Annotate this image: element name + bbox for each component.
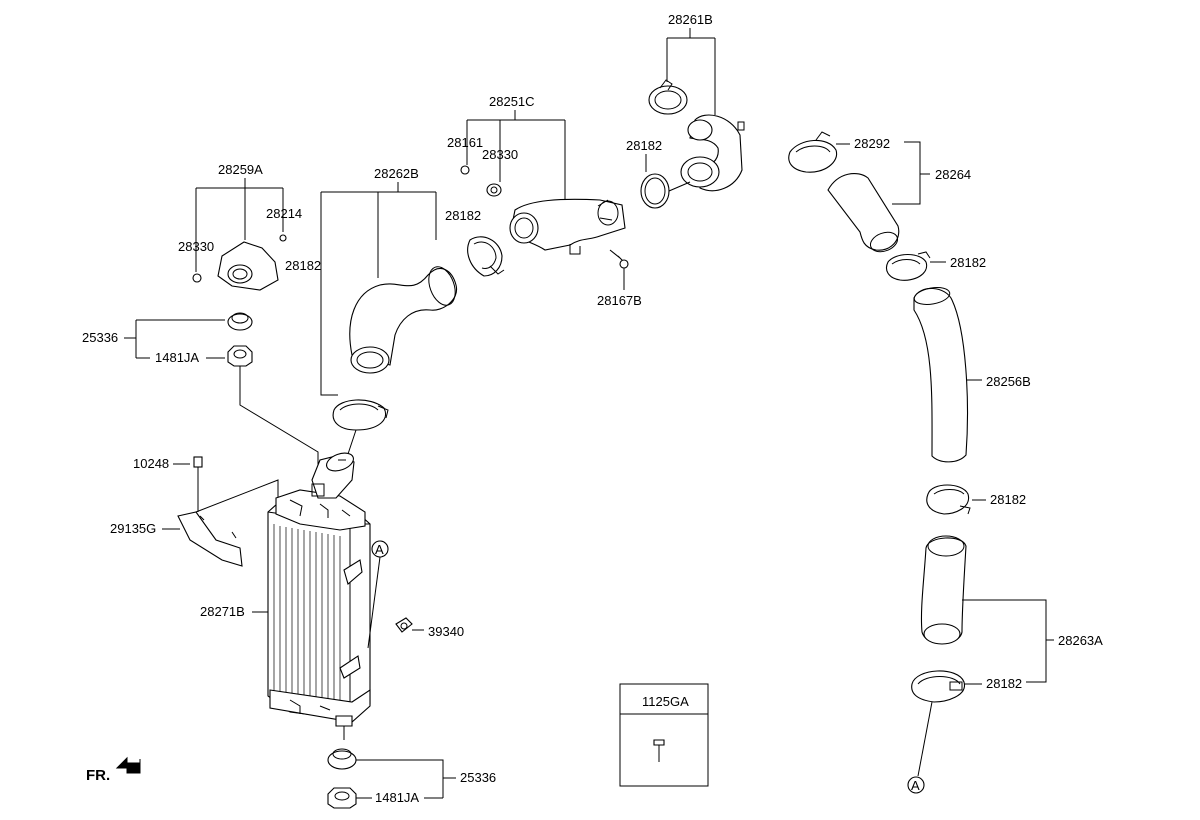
- front-indicator: FR.: [86, 756, 141, 784]
- front-label: FR.: [86, 767, 110, 784]
- label-28182-hoseclamp: 28182: [445, 208, 481, 223]
- label-text: 28167B: [597, 293, 642, 308]
- label-28262B: 28262B: [320, 166, 437, 396]
- intercooler-28271B: [267, 452, 371, 740]
- clamp-28292: 28292: [788, 131, 890, 173]
- label-text: 28262B: [374, 166, 419, 181]
- grommet-25336-top: [227, 312, 253, 331]
- label-28251C: 28251C: [466, 94, 566, 200]
- ref-A-left: A: [367, 540, 389, 649]
- sensor-39340: 39340: [395, 617, 464, 639]
- label-text: 28256B: [986, 374, 1031, 389]
- label-text: 39340: [428, 624, 464, 639]
- label-text: 25336: [460, 770, 496, 785]
- label-28271B: 28271B: [200, 604, 268, 619]
- label-28214: 28214: [266, 206, 302, 221]
- throttle-pipe-28251C: [509, 198, 626, 255]
- label-28161: 28161: [447, 135, 483, 150]
- clamp-28182-right1: 28182: [885, 251, 986, 281]
- clamp-28182-topmid: 28182: [626, 138, 691, 209]
- label-1481JA-bottom: 1481JA: [356, 790, 419, 805]
- label-text: 29135G: [110, 521, 156, 536]
- hose-28264: [827, 172, 900, 253]
- grommet-28330-top: [486, 183, 502, 197]
- label-28182-leftclamp: 28182: [285, 258, 321, 273]
- label-text: 25336: [82, 330, 118, 345]
- clamp-28182-right3: 28182: [911, 670, 1022, 777]
- label-1481JA-top: 1481JA: [155, 350, 225, 365]
- front-arrow-icon: [115, 756, 141, 774]
- label-28330-top: 28330: [482, 147, 518, 162]
- ref-A-bottom: A: [907, 776, 925, 794]
- label-text: 28251C: [489, 94, 535, 109]
- bracket-28259A: [192, 234, 287, 291]
- hose-28256B: 28256B: [913, 287, 1031, 463]
- label-text: 1481JA: [375, 790, 419, 805]
- clamp-28182-right2: 28182: [926, 484, 1026, 515]
- bracket-29135G: [177, 479, 279, 567]
- intercooler-hose-28262B: [349, 266, 458, 374]
- clamp-28182-lower-left: [332, 399, 389, 461]
- nut-1481JA-bottom: [327, 787, 357, 809]
- label-10248: 10248: [133, 456, 190, 471]
- label-text: 28182: [626, 138, 662, 153]
- nut-1481JA-top: [227, 345, 319, 480]
- label-text: 28182: [986, 676, 1022, 691]
- label-text: 10248: [133, 456, 169, 471]
- label-text: 1125GA: [642, 694, 689, 709]
- label-text: A: [911, 778, 920, 793]
- label-28264: 28264: [892, 141, 971, 205]
- small-bolt-28161: [460, 165, 470, 175]
- label-text: 28292: [854, 136, 890, 151]
- label-28259A: 28259A: [195, 162, 284, 272]
- label-28330-left: 28330: [178, 239, 214, 254]
- label-28261B: 28261B: [666, 12, 716, 115]
- label-text: 28263A: [1058, 633, 1103, 648]
- hose-28263A: 28263A: [920, 535, 1103, 683]
- part-box-1125GA: 1125GA: [619, 683, 709, 787]
- elbow-hose-28261B: [648, 79, 745, 192]
- label-text: 1481JA: [155, 350, 199, 365]
- label-text: 28261B: [668, 12, 713, 27]
- label-text: 28182: [950, 255, 986, 270]
- clamp-hose-top: [467, 236, 505, 277]
- bolt-28167B: 28167B: [597, 249, 642, 308]
- label-text: 28271B: [200, 604, 245, 619]
- label-25336-bottom: 25336: [356, 759, 496, 799]
- label-29135G: 29135G: [110, 521, 180, 536]
- label-text: 28264: [935, 167, 971, 182]
- grommet-25336-bottom: [327, 748, 357, 770]
- bolt-10248: [193, 456, 203, 512]
- label-25336-top: 25336: [82, 319, 225, 359]
- label-text: 28259A: [218, 162, 263, 177]
- label-text: 28182: [990, 492, 1026, 507]
- label-text: A: [375, 542, 384, 557]
